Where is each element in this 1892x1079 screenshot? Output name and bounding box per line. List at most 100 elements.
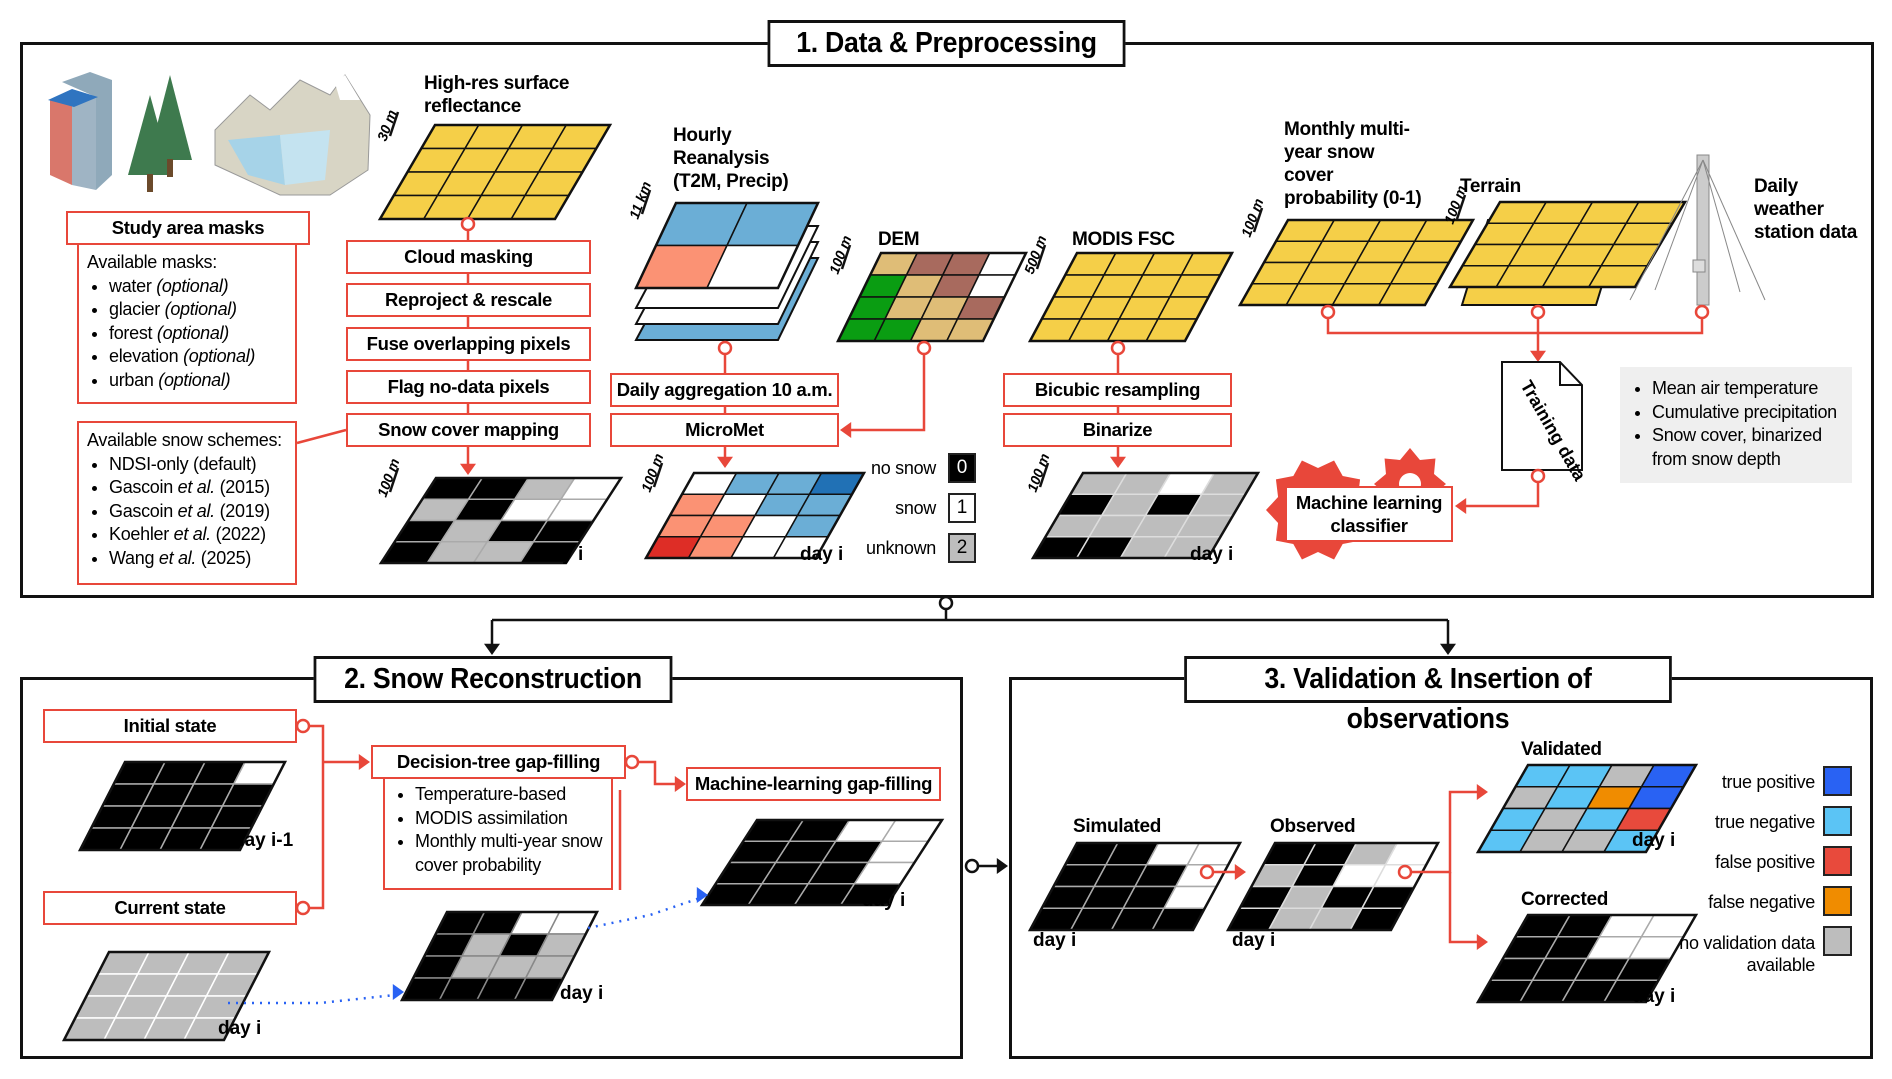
connector-line — [1411, 790, 1478, 874]
snow-peak — [335, 75, 360, 100]
day-label: day i — [1632, 830, 1676, 851]
building-icon-face — [72, 90, 96, 190]
feature-item: Cumulative precipitation — [1652, 401, 1840, 425]
step-fuse-pixels: Fuse overlapping pixels — [346, 327, 591, 361]
training-features-box: Mean air temperature Cumulative precipit… — [1620, 367, 1852, 483]
legend-no-validation-label: no validation data available — [1679, 933, 1815, 975]
day-label: day i — [540, 544, 584, 565]
step-cloud-masking: Cloud masking — [346, 240, 591, 274]
day-label: day i — [1632, 986, 1676, 1007]
binarized-grid — [1030, 471, 1261, 560]
dem-grid — [835, 251, 1029, 343]
arrow-head — [1440, 643, 1456, 655]
legend-snow-label: snow — [895, 498, 936, 518]
corrected-label: Corrected — [1521, 889, 1609, 910]
probability-label: Monthly multi-year snow cover probabilit… — [1284, 119, 1422, 209]
day-prev-label: day i-1 — [233, 830, 294, 851]
grid-outline — [61, 950, 272, 1042]
legend-unknown-swatch: 2 — [948, 533, 976, 563]
guy-wire — [1654, 159, 1704, 291]
connector-line — [1448, 872, 1478, 944]
prob-grid — [1237, 218, 1476, 307]
arrow-head — [484, 643, 500, 655]
snow-schemes-heading: Available snow schemes: — [87, 430, 282, 450]
micromet-grid — [643, 471, 867, 560]
decision-tree-box: Decision-tree gap-filling — [371, 745, 626, 779]
grid-outline — [377, 123, 613, 221]
legend-false-negative-label: false negative — [1708, 892, 1815, 912]
grid-outline — [399, 910, 600, 1002]
dem-label: DEM — [878, 229, 920, 250]
ml-classifier-box: Machine learning classifier — [1285, 486, 1453, 542]
scheme-item: Wang et al. (2025) — [109, 547, 287, 571]
scale-bar — [388, 467, 400, 493]
grid-outline — [1475, 913, 1699, 1004]
document-icon — [1501, 361, 1583, 471]
grid-outline — [1225, 841, 1441, 932]
tree-trunk — [147, 174, 153, 192]
legend-true-negative-swatch — [1823, 806, 1852, 836]
scale-bar — [652, 462, 664, 488]
section-title-1: 1. Data & Preprocessing — [767, 20, 1126, 67]
scale-bar — [1252, 207, 1264, 233]
section-title-3: 3. Validation & Insertion of observation… — [1184, 656, 1672, 735]
scheme-item: Gascoin et al. (2015) — [109, 476, 287, 500]
modis-grid — [1027, 251, 1235, 343]
connector-node — [964, 858, 980, 874]
grid-outline — [1237, 218, 1476, 307]
arrow-head — [717, 456, 733, 468]
legend-true-negative-label: true negative — [1714, 812, 1815, 832]
arrow-head — [1455, 498, 1467, 514]
ml-classifier-label: Machine learning classifier — [1295, 492, 1443, 536]
available-masks-list: Available masks: water (optional) glacie… — [77, 243, 297, 404]
validated-label: Validated — [1521, 739, 1602, 760]
step-snow-cover-mapping: Snow cover mapping — [346, 413, 591, 447]
scale-bar — [1038, 462, 1050, 488]
current-grid — [61, 950, 272, 1042]
mask-item: water (optional) — [109, 275, 287, 299]
building-icon-back — [62, 72, 112, 190]
section-data-preprocessing — [20, 42, 1874, 598]
legend-unknown-label: unknown — [866, 538, 936, 558]
connector-line — [1465, 482, 1540, 508]
section-title-2: 2. Snow Reconstruction — [313, 656, 673, 703]
grid-outline — [1475, 763, 1699, 854]
feature-item: Snow cover, binarized from snow depth — [1652, 424, 1840, 471]
ml_result-grid — [699, 818, 945, 907]
scale-bar — [1455, 194, 1467, 220]
grid-outline — [1447, 200, 1688, 289]
decision-tree-methods: Temperature-based MODIS assimilation Mon… — [383, 777, 613, 890]
legend-no-snow-label: no snow — [871, 458, 936, 478]
arrow-head — [674, 776, 686, 792]
legend-false-positive-label: false positive — [1715, 852, 1815, 872]
step-reproject-rescale: Reproject & rescale — [346, 283, 591, 317]
station-logger — [1692, 259, 1706, 273]
arrow-head — [1476, 784, 1488, 800]
grid-outline — [378, 476, 624, 565]
reanalysis-grid — [634, 201, 820, 290]
day-label: day i — [560, 983, 604, 1004]
arrow-head — [840, 422, 852, 438]
legend-false-positive-swatch — [1823, 846, 1852, 876]
connector-line — [638, 760, 675, 786]
day-label: day i — [1190, 544, 1234, 565]
schemes-connector — [296, 428, 347, 445]
grid-outline — [835, 251, 1029, 343]
highres-label: High-res surface reflectance — [424, 73, 570, 117]
legend-true-positive-label: true positive — [1721, 772, 1815, 792]
initial-state-box: Initial state — [43, 709, 297, 743]
guy-wire — [1702, 159, 1766, 301]
mask-item: urban (optional) — [109, 369, 287, 393]
method-item: MODIS assimilation — [415, 807, 603, 831]
mask-item: forest (optional) — [109, 322, 287, 346]
arrow-head — [460, 463, 476, 475]
connector-line — [309, 724, 325, 910]
step-micromet: MicroMet — [610, 413, 839, 447]
connector-node — [938, 595, 954, 611]
guy-wire — [1702, 159, 1741, 293]
arrow-head — [696, 887, 708, 903]
arrow-head — [1476, 934, 1488, 950]
observed-grid — [1225, 841, 1441, 932]
grid-outline — [1027, 841, 1243, 932]
